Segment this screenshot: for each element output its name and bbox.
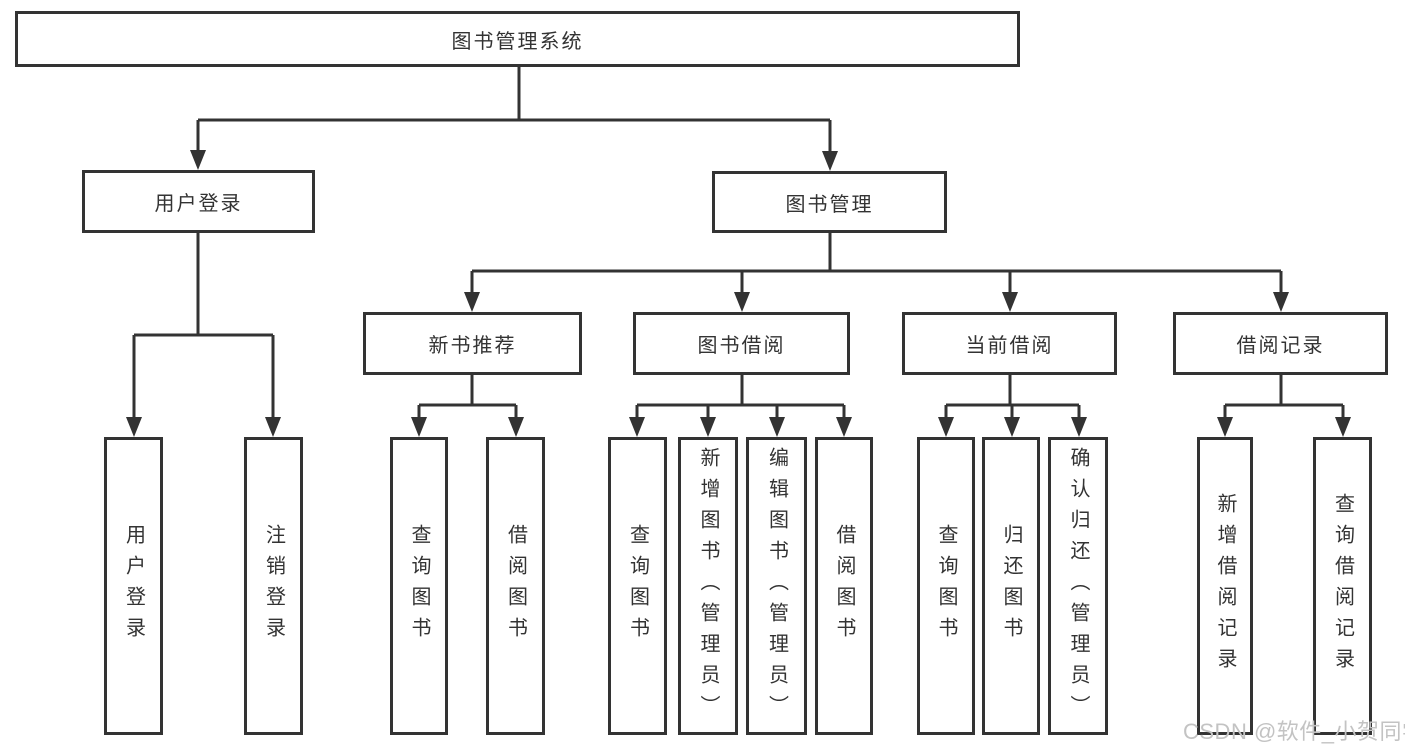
arrowhead-icons <box>126 150 1351 437</box>
node-library-management-system: 图书管理系统 <box>15 11 1020 67</box>
leaf-return-book: 归还图书 <box>982 437 1040 735</box>
leaf-label: 查询借阅记录 <box>1331 493 1354 679</box>
leaf-label: 查询图书 <box>935 524 957 648</box>
leaf-query-borrow-record: 查询借阅记录 <box>1313 437 1372 735</box>
leaf-confirm-return-admin: 确认归还（管理员） <box>1048 437 1108 735</box>
leaf-label: 新增借阅记录 <box>1214 493 1236 679</box>
csdn-watermark: CSDN @软件_小贺同学 <box>1183 719 1405 744</box>
leaf-recommend-borrow-book: 借阅图书 <box>486 437 545 735</box>
leaf-edit-book-admin: 编辑图书（管理员） <box>746 437 807 735</box>
leaf-label: 归还图书 <box>1000 524 1022 648</box>
node-book-borrowing: 图书借阅 <box>633 312 850 375</box>
leaf-add-book-admin: 新增图书（管理员） <box>678 437 738 735</box>
leaf-label: 用户登录 <box>122 524 145 648</box>
leaf-user-login: 用户登录 <box>104 437 163 735</box>
leaf-label: 确认归还（管理员） <box>1067 446 1089 726</box>
leaf-borrow-book: 借阅图书 <box>815 437 873 735</box>
leaf-label: 借阅图书 <box>504 524 527 648</box>
leaf-label: 注销登录 <box>262 524 285 648</box>
leaf-label: 借阅图书 <box>833 524 855 648</box>
leaf-recommend-query-book: 查询图书 <box>390 437 448 735</box>
leaf-label: 查询图书 <box>626 524 649 648</box>
leaf-add-borrow-record: 新增借阅记录 <box>1197 437 1253 735</box>
leaf-label: 查询图书 <box>408 524 430 648</box>
node-book-management: 图书管理 <box>712 171 947 233</box>
node-new-book-recommendation: 新书推荐 <box>363 312 582 375</box>
leaf-borrow-query-book: 查询图书 <box>608 437 667 735</box>
node-current-borrowing: 当前借阅 <box>902 312 1117 375</box>
leaf-label: 编辑图书（管理员） <box>765 446 788 726</box>
leaf-label: 新增图书（管理员） <box>697 446 719 726</box>
leaf-current-query-book: 查询图书 <box>917 437 975 735</box>
leaf-logout: 注销登录 <box>244 437 303 735</box>
node-user-login: 用户登录 <box>82 170 315 233</box>
node-borrowing-records: 借阅记录 <box>1173 312 1388 375</box>
